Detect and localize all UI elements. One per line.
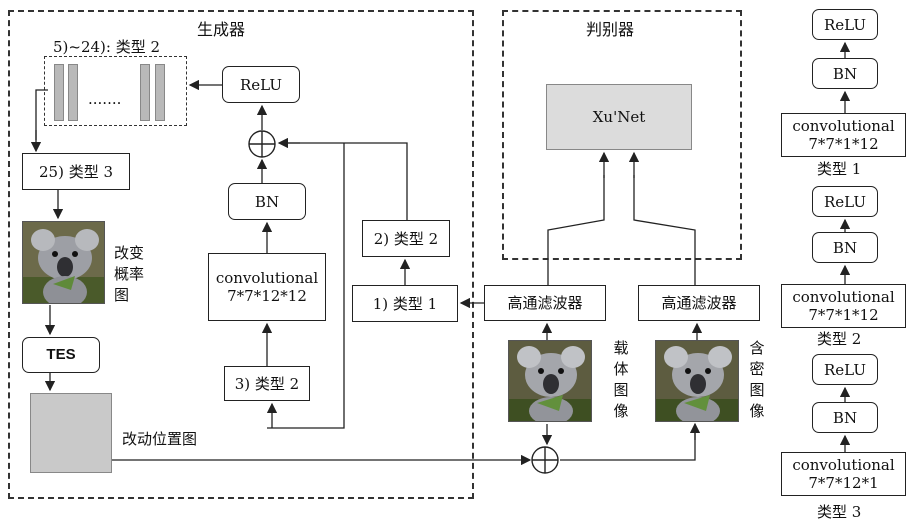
legend-type1-conv: convolutional 7*7*1*12 (781, 113, 906, 157)
step3-block: 3) 类型 2 (224, 366, 310, 401)
legend-type1-name: 类型 1 (817, 160, 862, 178)
legend-type1-relu: ReLU (812, 9, 878, 40)
modification-map (30, 393, 112, 473)
legend-type3-relu: ReLU (812, 354, 878, 385)
loop-dots: ....... (88, 90, 122, 108)
cover-image-label: 载 体 图 像 (613, 339, 629, 420)
discriminator-frame (502, 10, 742, 260)
bn-block: BN (228, 183, 306, 220)
step2-block: 2) 类型 2 (362, 220, 450, 257)
loop-bar-4 (155, 64, 165, 121)
high-pass-filter-right: 高通滤波器 (638, 285, 760, 321)
legend-type2-conv: convolutional 7*7*1*12 (781, 284, 906, 328)
probability-map-label: 改变 概率图 (114, 244, 145, 304)
tes-block: TES (22, 337, 100, 373)
modification-map-label: 改动位置图 (122, 430, 198, 448)
legend-type3-bn: BN (812, 402, 878, 433)
step1-block: 1) 类型 1 (352, 285, 458, 322)
discriminator-title: 判别器 (586, 20, 635, 39)
conv-block: convolutional 7*7*12*12 (208, 253, 326, 321)
xunet-block: Xu'Net (546, 84, 692, 150)
generator-title: 生成器 (197, 20, 246, 39)
stego-image-label: 含 密 图 像 (749, 339, 765, 420)
loop-bar-1 (54, 64, 64, 121)
loop-bar-3 (140, 64, 150, 121)
legend-type1-bn: BN (812, 58, 878, 89)
relu-block: ReLU (222, 66, 300, 103)
step25-block: 25) 类型 3 (22, 153, 130, 190)
loop-label: 5)~24): 类型 2 (53, 38, 161, 56)
high-pass-filter-left: 高通滤波器 (484, 285, 606, 321)
legend-type2-bn: BN (812, 232, 878, 263)
loop-bar-2 (68, 64, 78, 121)
generator-frame (8, 10, 474, 499)
probability-map-image (22, 221, 105, 304)
legend-type2-name: 类型 2 (817, 330, 862, 348)
stego-image (655, 340, 739, 422)
legend-type2-relu: ReLU (812, 186, 878, 217)
legend-type3-conv: convolutional 7*7*12*1 (781, 452, 906, 496)
cover-image (508, 340, 592, 422)
legend-type3-name: 类型 3 (817, 503, 862, 521)
